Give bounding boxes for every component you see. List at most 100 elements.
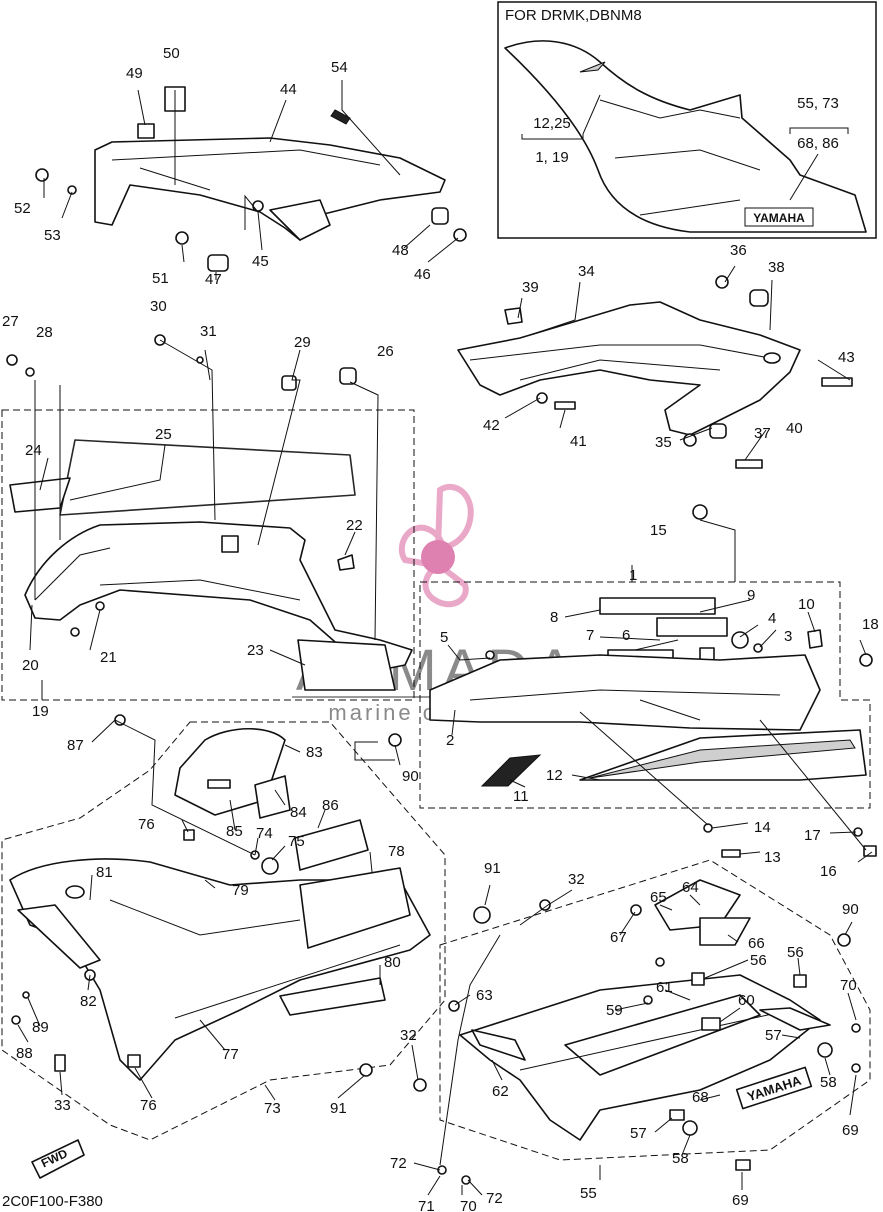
callout-38: 38 [768, 259, 785, 276]
dashed-box-left [1, 409, 415, 701]
callout-16: 16 [820, 863, 837, 880]
callout-12: 12 [546, 767, 563, 784]
callout-42: 42 [483, 417, 500, 434]
side-cowl-left-group [6, 334, 413, 691]
callout-67: 67 [610, 929, 627, 946]
callout-37: 37 [754, 425, 771, 442]
callout-25: 25 [155, 426, 172, 443]
callout-5: 5 [440, 629, 448, 646]
under-cowl-left-group: FWD [9, 714, 431, 1179]
callout-40: 40 [786, 420, 803, 437]
callout-36: 36 [730, 242, 747, 259]
callout-2: 2 [446, 732, 454, 749]
dashed-box-right [419, 581, 871, 809]
callout-61: 61 [656, 979, 673, 996]
callout-32b: 32 [400, 1027, 417, 1044]
callout-81: 81 [96, 864, 113, 881]
callout-68: 68 [692, 1089, 709, 1106]
callout-65: 65 [650, 889, 667, 906]
callout-58a: 58 [820, 1074, 837, 1091]
callout-8: 8 [550, 609, 558, 626]
callout-13: 13 [764, 849, 781, 866]
callout-51: 51 [152, 270, 169, 287]
inner-panel-group [35, 86, 467, 272]
callout-71: 71 [418, 1198, 435, 1212]
callout-74: 74 [256, 825, 273, 842]
cowling-34-group [457, 275, 853, 469]
callout-24: 24 [25, 442, 42, 459]
callout-11: 11 [513, 788, 529, 805]
inset-box: FOR DRMK,DBNM8 YAMAHA 12,25 1, 19 55, 73… [497, 1, 877, 239]
callout-73: 73 [264, 1100, 281, 1117]
callout-1: 1 [629, 567, 637, 584]
callout-77: 77 [222, 1046, 239, 1063]
callout-70b: 70 [460, 1198, 477, 1212]
callout-85: 85 [226, 823, 243, 840]
callout-82: 82 [80, 993, 97, 1010]
callout-22: 22 [346, 517, 363, 534]
callout-76a: 76 [138, 816, 155, 833]
watermark-logo-hub [421, 540, 455, 574]
callout-83: 83 [306, 744, 323, 761]
callout-31: 31 [200, 323, 217, 340]
callout-50: 50 [163, 45, 180, 62]
callout-9: 9 [747, 587, 755, 604]
callout-32a: 32 [568, 871, 585, 888]
inset-group-left-bottom: 1, 19 [535, 149, 568, 166]
callout-52: 52 [14, 200, 31, 217]
callout-86: 86 [322, 797, 339, 814]
callout-6: 6 [622, 627, 630, 644]
callout-46: 46 [414, 266, 431, 283]
callout-14: 14 [754, 819, 771, 836]
callout-79: 79 [232, 882, 249, 899]
callout-88: 88 [16, 1045, 33, 1062]
callout-57a: 57 [765, 1027, 782, 1044]
callout-84: 84 [290, 804, 307, 821]
callout-43: 43 [838, 349, 855, 366]
callout-60: 60 [738, 992, 755, 1009]
callout-30: 30 [150, 298, 167, 315]
callout-55: 55 [580, 1185, 597, 1202]
callout-66: 66 [748, 935, 765, 952]
watermark-logo [398, 483, 474, 607]
callout-17: 17 [804, 827, 821, 844]
callout-10: 10 [798, 596, 815, 613]
callout-89: 89 [32, 1019, 49, 1036]
callout-23: 23 [247, 642, 264, 659]
under-cowl-right-group: YAMAHA [413, 879, 861, 1185]
inset-group-right-bottom: 68, 86 [797, 135, 839, 152]
callout-18: 18 [862, 616, 879, 633]
callout-78: 78 [388, 843, 405, 860]
callout-19: 19 [32, 703, 49, 720]
callout-47: 47 [205, 271, 222, 288]
callout-49: 49 [126, 65, 143, 82]
callout-28: 28 [36, 324, 53, 341]
inset-title: FOR DRMK,DBNM8 [505, 7, 642, 24]
leader-lines [17, 80, 873, 1196]
nut-49 [137, 123, 155, 139]
callout-58b: 58 [672, 1150, 689, 1167]
callout-62: 62 [492, 1083, 509, 1100]
side-cowl-right-group [429, 504, 877, 858]
callout-34: 34 [578, 263, 595, 280]
callout-27: 27 [2, 313, 19, 330]
callout-21: 21 [100, 649, 117, 666]
callout-91a: 91 [484, 860, 501, 877]
inset-group-left-top: 12,25 [533, 115, 571, 132]
inset-decal-text: YAMAHA [753, 211, 805, 225]
callout-90a: 90 [402, 768, 419, 785]
callout-63: 63 [476, 987, 493, 1004]
callout-90b: 90 [842, 901, 859, 918]
callout-33: 33 [54, 1097, 71, 1114]
dashed-box-bottom-right [439, 859, 871, 1161]
callout-72b: 72 [486, 1190, 503, 1207]
callout-39: 39 [522, 279, 539, 296]
callout-4: 4 [768, 610, 776, 627]
callout-87: 87 [67, 737, 84, 754]
callout-72a: 72 [390, 1155, 407, 1172]
callout-3: 3 [784, 628, 792, 645]
fwd-arrow [31, 1139, 85, 1179]
callout-70a: 70 [840, 977, 857, 994]
callout-75: 75 [288, 833, 305, 850]
